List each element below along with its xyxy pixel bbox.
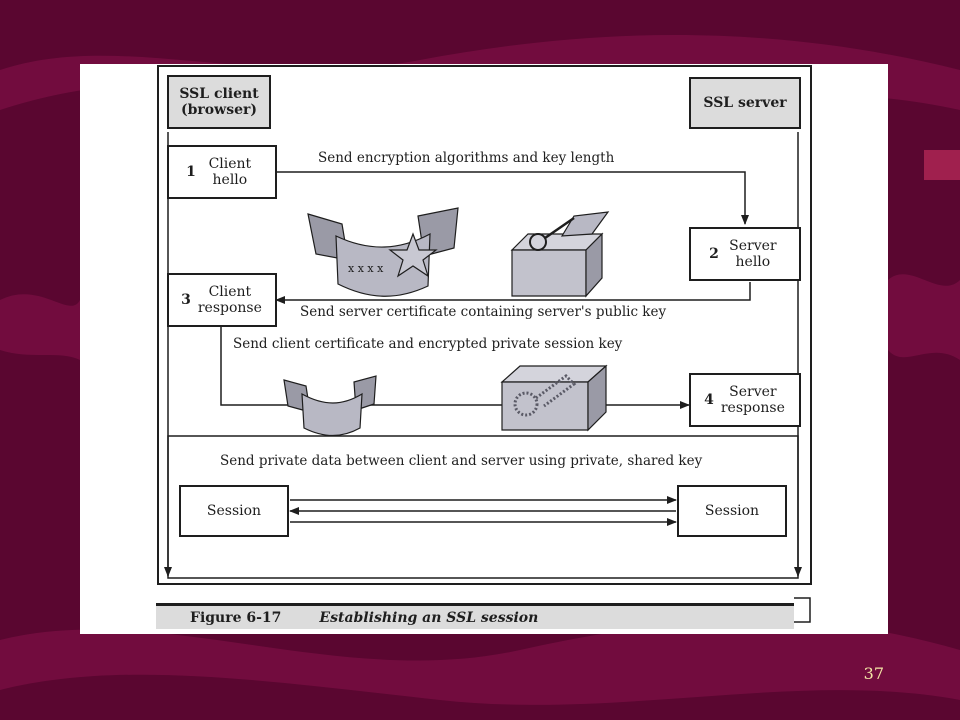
diagram-lines: x x x x: [157, 65, 812, 623]
step-label: Client hello: [208, 156, 252, 188]
step-number: 2: [709, 246, 719, 262]
arrow-label-server-certificate: Send server certificate containing serve…: [300, 304, 667, 320]
step-server-response: 4 Server response: [689, 373, 801, 427]
step-number: 4: [704, 392, 714, 408]
arrow-server-hello: [275, 282, 751, 304]
step-client-hello: 1 Client hello: [167, 145, 277, 199]
certificate-marks: x x x x: [348, 262, 384, 275]
arrow-label-private-data: Send private data between client and ser…: [220, 453, 703, 469]
ssl-client-header-label: SSL client (browser): [179, 86, 259, 118]
figure-caption: Figure 6-17 Establishing an SSL session: [156, 603, 794, 629]
figure-number: Figure 6-17: [190, 609, 282, 626]
arrow-client-hello: [276, 171, 749, 225]
caption-bracket: [794, 597, 811, 623]
certificate-illustration: x x x x: [307, 207, 459, 297]
figure-title: Establishing an SSL session: [319, 609, 539, 626]
slide-tab-marker: [924, 150, 960, 180]
session-server-box: Session: [677, 485, 787, 537]
step-number: 3: [181, 292, 191, 308]
background-swirl: [888, 274, 960, 360]
step-number: 1: [186, 164, 196, 180]
arrow-label-client-certificate: Send client certificate and encrypted pr…: [233, 336, 623, 352]
step-label: Client response: [197, 284, 262, 316]
session-client-label: Session: [206, 503, 262, 519]
diagram-panel: x x x x SSL client (browser) SS: [80, 64, 888, 634]
session-exchange-box: [167, 435, 799, 579]
background-swirl: [0, 294, 80, 360]
background-swirl: [0, 620, 960, 705]
client-certificate-illustration: [283, 375, 377, 437]
encrypted-key-box-illustration: [500, 364, 608, 432]
ssl-server-header-label: SSL server: [703, 95, 787, 111]
step-label: Server response: [720, 384, 785, 416]
step-label: Server hello: [729, 238, 777, 270]
arrow-label-encryption: Send encryption algorithms and key lengt…: [318, 150, 615, 166]
key-box-illustration: [510, 211, 610, 298]
diagram-frame: [157, 65, 812, 585]
slide-page-number: 37: [863, 664, 884, 683]
session-server-label: Session: [704, 503, 760, 519]
step-client-response: 3 Client response: [167, 273, 277, 327]
ssl-server-header: SSL server: [689, 77, 801, 129]
session-client-box: Session: [179, 485, 289, 537]
step-server-hello: 2 Server hello: [689, 227, 801, 281]
ssl-client-header: SSL client (browser): [167, 75, 271, 129]
